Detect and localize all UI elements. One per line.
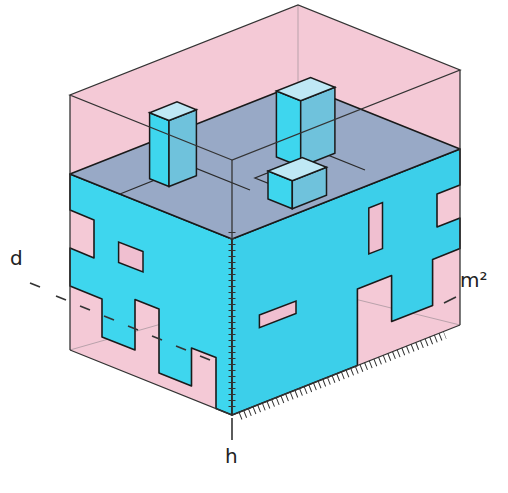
cube-edge (231, 160, 232, 415)
pillar-face (169, 110, 196, 187)
h-axis-line (231, 418, 233, 440)
solid-top-face (70, 84, 460, 239)
axis-label: h (225, 446, 238, 466)
cube-edge (70, 5, 460, 160)
cube-edge (70, 325, 460, 415)
axis-label: d (10, 248, 23, 268)
m2-axis-line (444, 297, 456, 303)
axis-ticks (30, 283, 210, 360)
face-slot (369, 203, 383, 254)
axis-label: m² (460, 270, 488, 290)
pillar-top (276, 78, 335, 101)
pillar-top (268, 158, 327, 181)
pink-cube (70, 5, 460, 415)
pillar-face (276, 91, 300, 167)
pillar-top (150, 102, 197, 121)
cube-edge (69, 95, 70, 350)
pillar-face (150, 113, 169, 187)
scale-hatch (240, 335, 445, 416)
face-hole (119, 242, 143, 272)
scale-hatch (229, 232, 236, 412)
face-slot (259, 301, 296, 328)
